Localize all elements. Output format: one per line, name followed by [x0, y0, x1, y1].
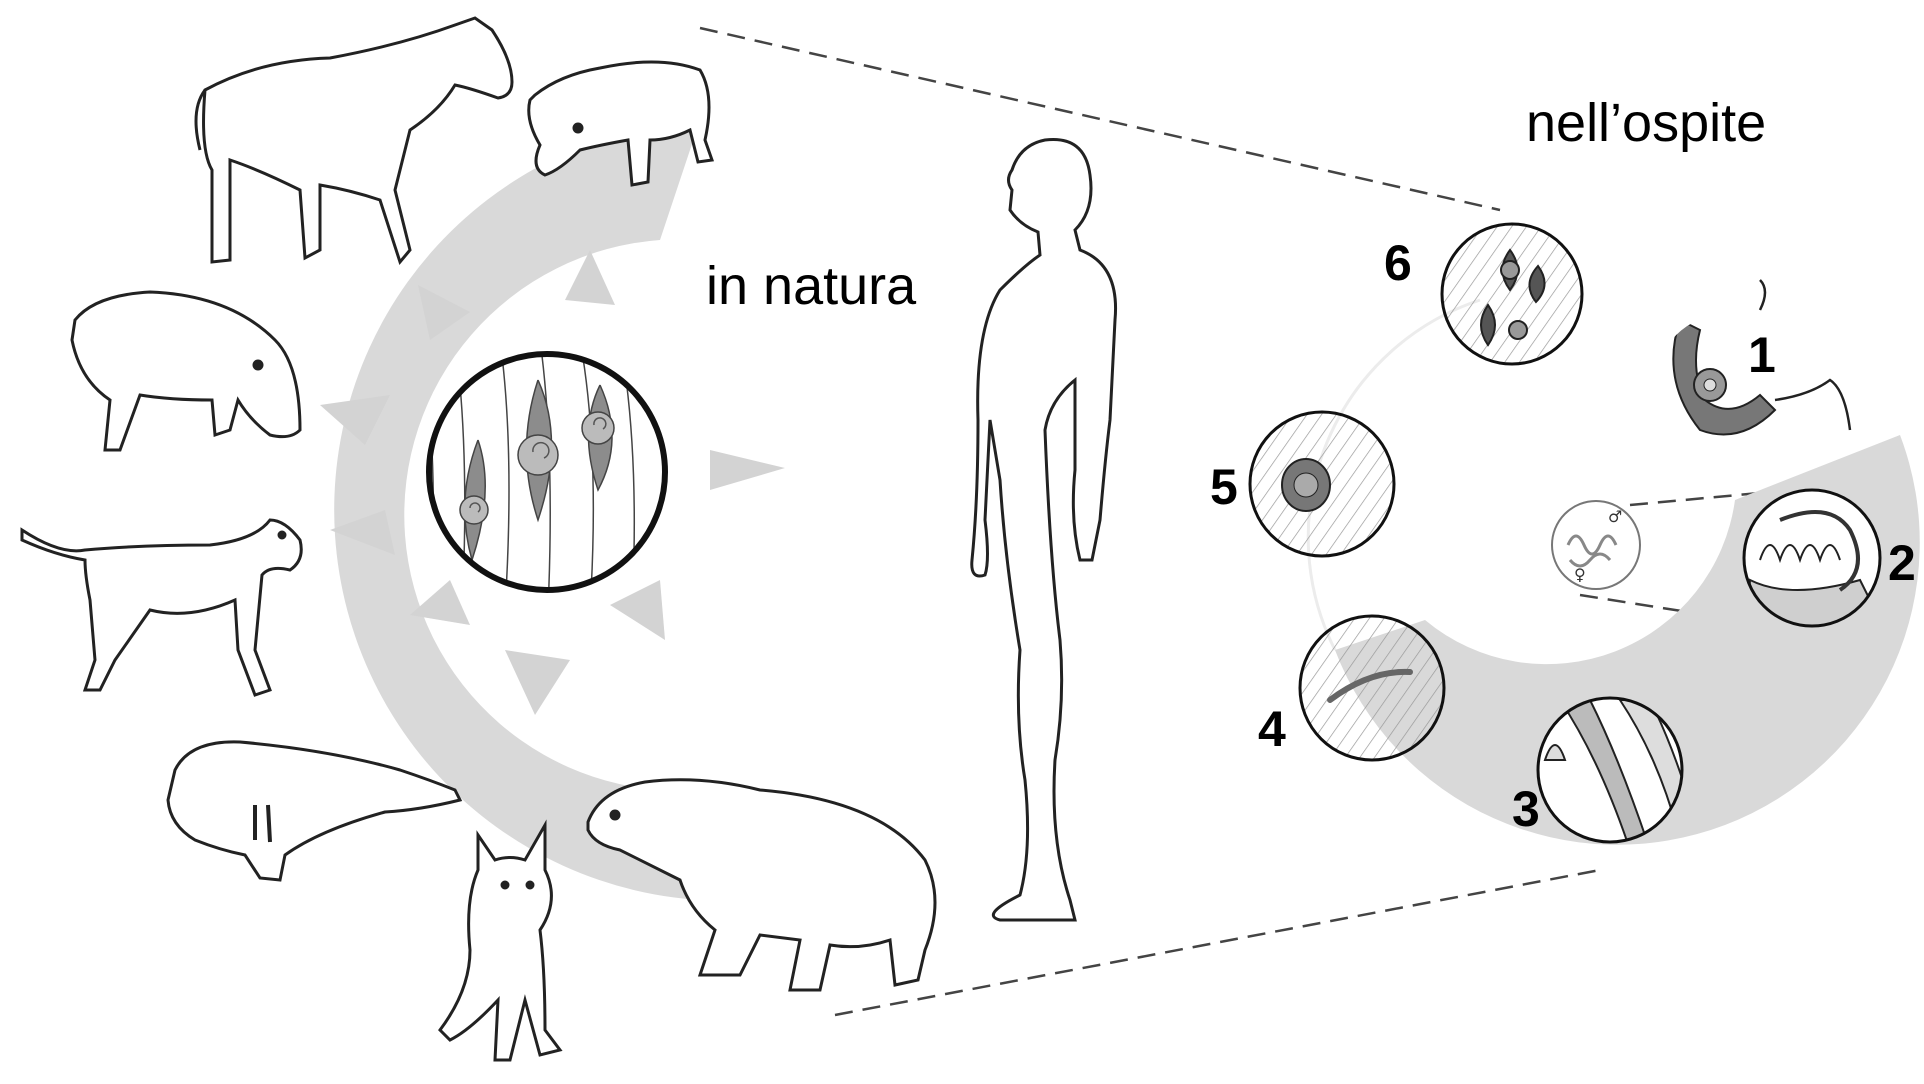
upper-dashed-line [700, 28, 1500, 210]
stage-6-calcified-cysts [1442, 224, 1582, 364]
stage-number-4: 4 [1258, 700, 1286, 758]
fox-illustration [440, 825, 560, 1060]
wild-boar-illustration [72, 292, 300, 450]
stage-number-5: 5 [1210, 458, 1238, 516]
host-cycle: ♂ ♀ [1250, 224, 1920, 850]
stage-5-encysted-larva [1250, 412, 1394, 556]
lower-dashed-line [835, 870, 1600, 1015]
walrus-illustration [168, 742, 460, 880]
stage-2-adult-worms-inset: ♂ ♀ [1552, 501, 1640, 589]
stage-number-3: 3 [1512, 780, 1540, 838]
stage-4-larva [1300, 616, 1444, 760]
stage-number-1: 1 [1748, 326, 1776, 384]
nature-cycle [22, 18, 935, 1060]
human-figure [972, 139, 1116, 920]
male-symbol: ♂ [1608, 507, 1622, 526]
dog-illustration [22, 520, 301, 695]
stage-2-intestine [1744, 490, 1880, 628]
stage-number-2: 2 [1888, 534, 1916, 592]
muscle-cyst-magnified [420, 340, 670, 610]
female-symbol: ♀ [1574, 565, 1586, 584]
in-nature-label: in natura [706, 255, 916, 317]
in-host-label: nell’ospite [1526, 92, 1766, 154]
stage-number-6: 6 [1384, 234, 1412, 292]
